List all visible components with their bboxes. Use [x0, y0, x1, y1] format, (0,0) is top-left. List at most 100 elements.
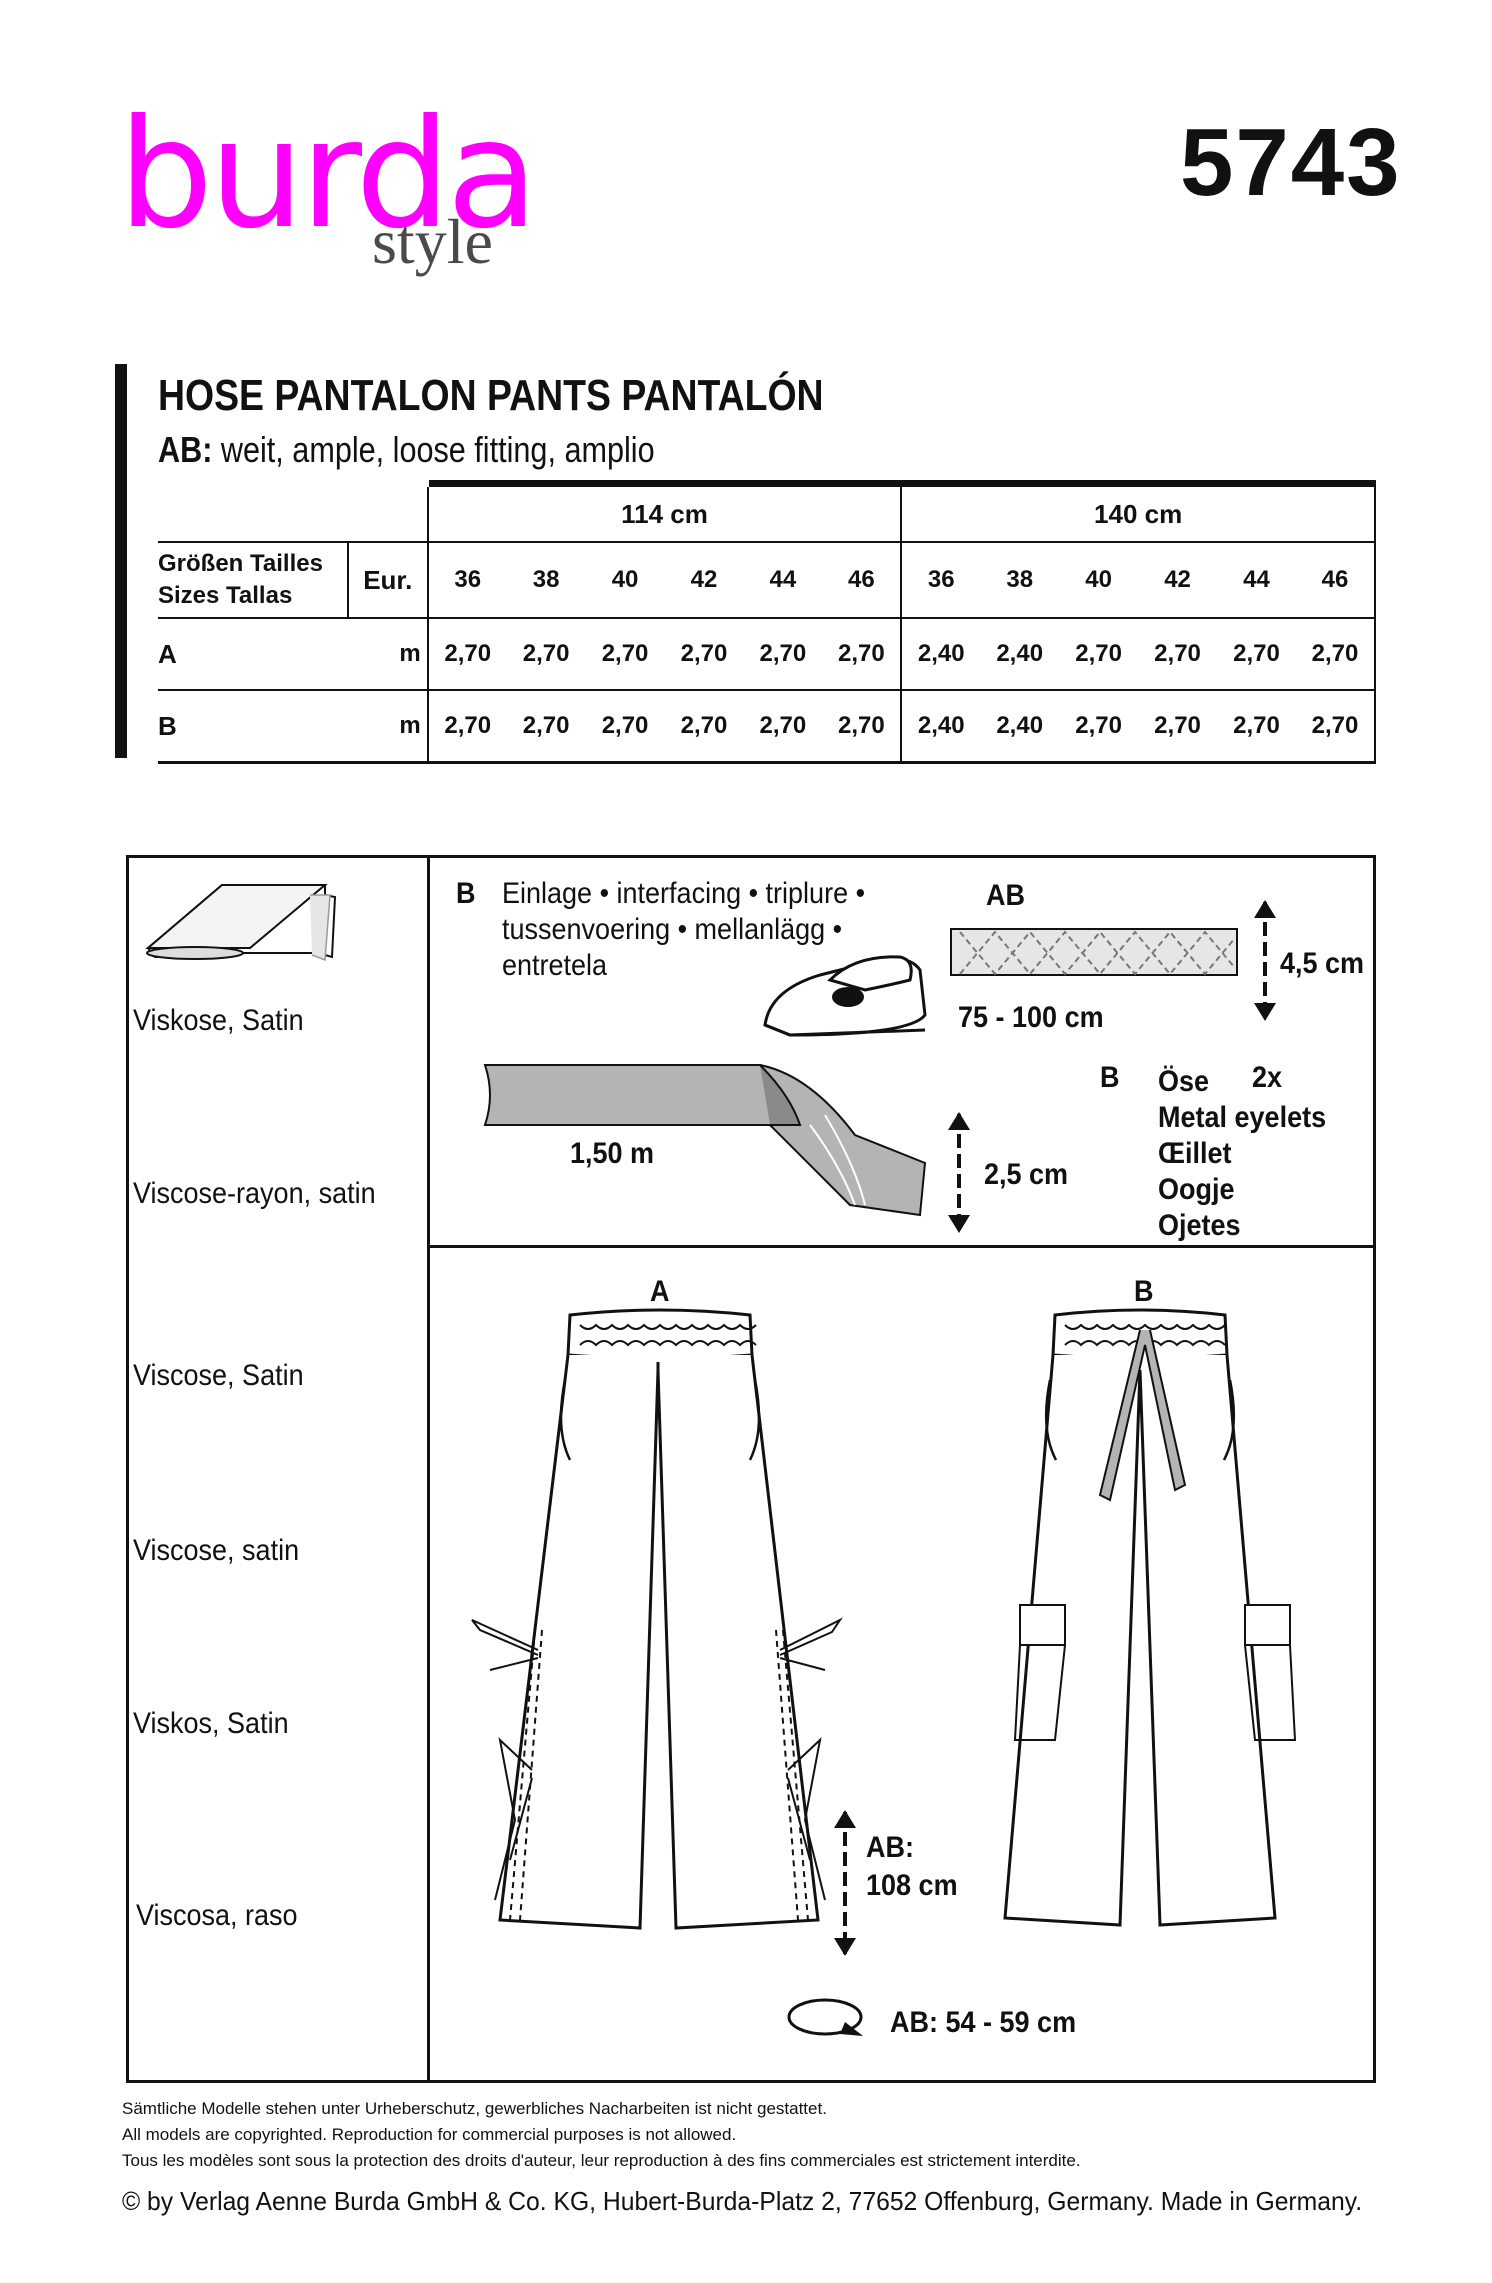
- table-cell: 2,70: [822, 617, 903, 690]
- table-cell: 2,40: [980, 689, 1060, 764]
- interfacing-view-label: B: [456, 877, 476, 910]
- pants-b-illustration: [1003, 1308, 1297, 1927]
- length-value: 108 cm: [866, 1869, 958, 1902]
- width-header-row: 114 cm 140 cm: [158, 480, 1376, 542]
- style-logo: style: [372, 206, 493, 277]
- footer-line-fr: Tous les modèles sont sous la protection…: [122, 2151, 1081, 2170]
- table-cell: 2,70: [1138, 617, 1217, 690]
- size-label-line2: Sizes Tallas: [158, 582, 293, 609]
- row-unit: m: [347, 689, 429, 764]
- box-divider-horizontal: [427, 1245, 1376, 1248]
- pants-a-illustration: [471, 1308, 843, 1930]
- waist-loop-icon: [787, 1998, 863, 2036]
- table-cell: 2,70: [585, 689, 665, 764]
- length-label: AB:: [866, 1831, 914, 1864]
- fabric-sv: Viskos, Satin: [133, 1707, 289, 1740]
- eyelet-line-3: Œillet: [1158, 1137, 1232, 1170]
- table-cell: 2,40: [901, 617, 981, 690]
- row-view-label: A: [158, 617, 348, 690]
- length-arrow-icon: [834, 1810, 856, 1956]
- fabric-fr: Viscose, Satin: [133, 1359, 304, 1392]
- size-cell: 44: [743, 541, 823, 618]
- size-cell: 38: [980, 541, 1060, 618]
- table-cell: 2,70: [506, 689, 586, 764]
- box-divider-vertical: [427, 855, 430, 2083]
- size-cell: 36: [427, 541, 507, 618]
- table-cell: 2,70: [1059, 617, 1139, 690]
- ab-length: 75 - 100 cm: [958, 1001, 1104, 1034]
- eyelet-line-5: Ojetes: [1158, 1209, 1241, 1242]
- table-cell: 2,70: [822, 689, 903, 764]
- pattern-number: 5743: [1180, 109, 1402, 216]
- size-cell: 36: [901, 541, 981, 618]
- interfacing-line-2: tussenvoering • mellanlägg •: [502, 913, 843, 946]
- table-cell: 2,70: [664, 617, 744, 690]
- size-cell: 42: [1138, 541, 1217, 618]
- eur-label: Eur.: [347, 541, 429, 618]
- eyelet-view-label: B: [1100, 1061, 1120, 1094]
- iron-icon: [763, 955, 927, 1037]
- eyelet-line-1: Öse: [1158, 1065, 1210, 1098]
- footer-line-en: All models are copyrighted. Reproduction…: [122, 2125, 737, 2144]
- table-cell: 2,70: [427, 689, 507, 764]
- size-cell: 46: [1295, 541, 1377, 618]
- fabric-notions-box: [126, 855, 1376, 2083]
- size-cell: 42: [664, 541, 744, 618]
- table-row-a: A m 2,70 2,70 2,70 2,70 2,70 2,70 2,40 2…: [158, 617, 1377, 690]
- tape-height: 2,5 cm: [984, 1158, 1069, 1191]
- tape-height-arrow-icon: [948, 1112, 970, 1233]
- waist-measure: AB: 54 - 59 cm: [890, 2006, 1077, 2039]
- height-arrow-icon: [1254, 900, 1276, 1021]
- footer-copyright: © by Verlag Aenne Burda GmbH & Co. KG, H…: [122, 2186, 1363, 2216]
- table-cell: 2,70: [743, 617, 823, 690]
- table-cell: 2,70: [1138, 689, 1217, 764]
- interfacing-line-1: Einlage • interfacing • triplure •: [502, 877, 866, 910]
- size-cell: 38: [506, 541, 586, 618]
- size-label-line1: Größen Tailles: [158, 549, 323, 577]
- footer-line-de: Sämtliche Modelle stehen unter Urhebersc…: [122, 2099, 827, 2118]
- burda-logo: burda: [118, 88, 538, 262]
- fabric-en: Viscose-rayon, satin: [133, 1177, 376, 1210]
- table-cell: 2,70: [1217, 617, 1296, 690]
- table-cell: 2,70: [1295, 617, 1377, 690]
- size-cell: 46: [822, 541, 903, 618]
- table-cell: 2,70: [1217, 689, 1296, 764]
- row-unit: m: [347, 617, 429, 690]
- table-cell: 2,40: [901, 689, 981, 764]
- ab-height: 4,5 cm: [1280, 947, 1365, 980]
- tape-length: 1,50 m: [570, 1137, 655, 1170]
- table-cell: 2,70: [1295, 689, 1377, 764]
- table-cell: 2,70: [743, 689, 823, 764]
- table-cell: 2,70: [664, 689, 744, 764]
- width-140: 140 cm: [901, 480, 1376, 542]
- width-114: 114 cm: [427, 480, 903, 542]
- eyelet-qty: 2x: [1252, 1061, 1283, 1094]
- size-cell: 44: [1217, 541, 1296, 618]
- page-subtitle: AB: weit, ample, loose fitting, amplio: [158, 432, 655, 468]
- interfacing-line-3: entretela: [502, 949, 608, 982]
- eyelet-line-2: Metal eyelets: [1158, 1101, 1327, 1134]
- view-a-label: A: [650, 1275, 670, 1308]
- table-cell: 2,70: [427, 617, 507, 690]
- subtitle-label: AB:: [158, 429, 213, 470]
- table-cell: 2,70: [1059, 689, 1139, 764]
- fabric-de: Viskose, Satin: [133, 1004, 304, 1037]
- tape-strip: [483, 1064, 927, 1217]
- view-b-label: B: [1134, 1275, 1154, 1308]
- fabric-nl: Viscose, satin: [133, 1534, 300, 1567]
- fabric-es: Viscosa, raso: [136, 1899, 298, 1932]
- interfacing-strip: [950, 928, 1238, 976]
- ab-label: AB: [986, 879, 1026, 912]
- side-bar: [115, 364, 127, 758]
- table-cell: 2,70: [506, 617, 586, 690]
- row-view-label: B: [158, 689, 348, 764]
- eyelet-line-4: Oogje: [1158, 1173, 1235, 1206]
- table-cell: 2,40: [980, 617, 1060, 690]
- subtitle-text: weit, ample, loose fitting, amplio: [212, 429, 655, 470]
- table-row-b: B m 2,70 2,70 2,70 2,70 2,70 2,70 2,40 2…: [158, 689, 1377, 764]
- size-cell: 40: [1059, 541, 1139, 618]
- table-cell: 2,70: [585, 617, 665, 690]
